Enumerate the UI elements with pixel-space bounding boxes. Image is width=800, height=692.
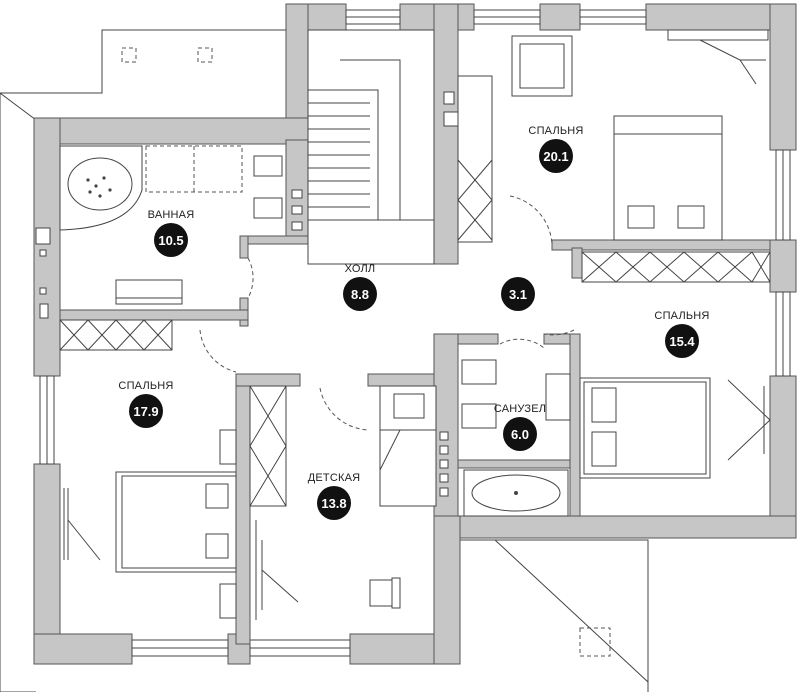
- area-badge: [129, 394, 163, 428]
- room-hall: ХОЛЛ 8.8: [343, 263, 377, 311]
- windows: [39, 9, 791, 657]
- area-value: 20.1: [543, 149, 568, 164]
- room-name: ДЕТСКАЯ: [308, 472, 361, 484]
- area-badge: [503, 417, 537, 451]
- area-value: 6.0: [511, 427, 529, 442]
- area-value: 8.8: [351, 287, 369, 302]
- area-badge: [665, 324, 699, 358]
- roof-outline: [0, 29, 649, 692]
- area-value: 15.4: [669, 334, 695, 349]
- area-badge: [343, 277, 377, 311]
- kids-room-furniture: [249, 385, 449, 620]
- bedroom-top-furniture: [443, 29, 769, 243]
- wardrobe-right: [581, 251, 771, 283]
- area-value: 10.5: [158, 233, 183, 248]
- room-name: СПАЛЬНЯ: [528, 125, 583, 137]
- room-bedroom-top: СПАЛЬНЯ 20.1: [528, 125, 583, 173]
- room-bedroom-right: СПАЛЬНЯ 15.4: [654, 310, 709, 358]
- room-name: ВАННАЯ: [148, 209, 195, 221]
- bathroom-fixtures: [35, 145, 303, 319]
- bed-left: [63, 429, 237, 619]
- room-corridor: 3.1: [501, 277, 535, 311]
- area-value: 17.9: [133, 404, 158, 419]
- room-name: СПАЛЬНЯ: [654, 310, 709, 322]
- room-bedroom-left: СПАЛЬНЯ 17.9: [118, 380, 173, 428]
- wardrobe-left: [59, 319, 173, 351]
- room-name: СПАЛЬНЯ: [118, 380, 173, 392]
- area-badge: [539, 139, 573, 173]
- staircase: [307, 29, 435, 265]
- room-name: ХОЛЛ: [345, 263, 376, 275]
- area-badge: [317, 486, 351, 520]
- room-kids: ДЕТСКАЯ 13.8: [308, 472, 361, 520]
- area-badge: [154, 223, 188, 257]
- area-value: 13.8: [321, 496, 346, 511]
- wc-fixtures: [461, 359, 571, 517]
- door-swings: [199, 195, 575, 431]
- room-wc: САНУЗЕЛ 6.0: [494, 403, 546, 451]
- room-bathroom: ВАННАЯ 10.5: [148, 209, 195, 257]
- bed-right: [579, 377, 771, 479]
- area-badge: [501, 277, 535, 311]
- room-name: САНУЗЕЛ: [494, 403, 546, 415]
- area-value: 3.1: [509, 287, 527, 302]
- exterior-walls: [33, 3, 797, 665]
